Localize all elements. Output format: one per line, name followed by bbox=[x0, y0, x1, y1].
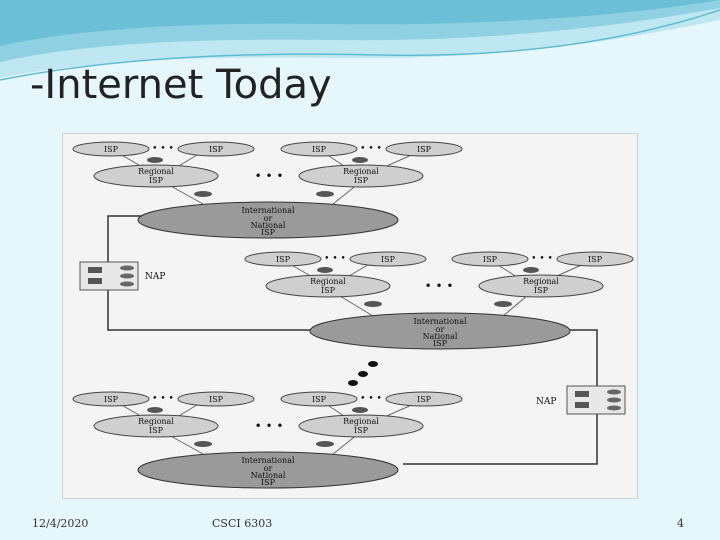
ellipsis-dots: • • • bbox=[152, 144, 174, 154]
ellipsis-dots: • • • bbox=[152, 394, 174, 404]
isp-label: ISP bbox=[417, 145, 432, 154]
nap-label: NAP bbox=[536, 397, 556, 407]
national-label: or bbox=[264, 464, 273, 473]
regional-label: Regional bbox=[138, 167, 174, 176]
ellipsis-dots: • • • bbox=[324, 254, 346, 264]
isp-label: ISP bbox=[209, 395, 224, 404]
national-label: National bbox=[251, 471, 286, 480]
footer-course: CSCI 6303 bbox=[212, 517, 273, 530]
regional-label: Regional bbox=[343, 167, 379, 176]
regional-label: Regional bbox=[523, 277, 559, 286]
isp-label: ISP bbox=[104, 145, 119, 154]
ellipsis-dots: • • • bbox=[255, 419, 284, 433]
isp-label: ISP bbox=[588, 255, 603, 264]
regional-label: ISP bbox=[149, 176, 164, 185]
isp-group-top: ISP ISP ISP ISP • • • • • • Regional ISP… bbox=[72, 141, 463, 239]
footer-date: 12/4/2020 bbox=[32, 517, 89, 530]
isp-label: ISP bbox=[483, 255, 498, 264]
national-label: International bbox=[413, 317, 467, 326]
isp-label: ISP bbox=[312, 395, 327, 404]
header-wave-decoration bbox=[0, 0, 720, 81]
slide-title: -Internet Today bbox=[30, 62, 332, 108]
nap-right: NAP bbox=[536, 385, 626, 415]
isp-label: ISP bbox=[104, 395, 119, 404]
national-label: or bbox=[264, 214, 273, 223]
regional-label: Regional bbox=[343, 417, 379, 426]
isp-group-bottom: ISP ISP ISP ISP • • • • • • Regional ISP… bbox=[72, 391, 463, 489]
isp-label: ISP bbox=[209, 145, 224, 154]
footer-page-number: 4 bbox=[677, 517, 684, 530]
ellipsis-dots: • • • bbox=[255, 169, 284, 183]
regional-label: ISP bbox=[321, 286, 336, 295]
national-label: ISP bbox=[261, 228, 276, 237]
regional-label: ISP bbox=[354, 426, 369, 435]
national-label: or bbox=[436, 325, 445, 334]
isp-label: ISP bbox=[381, 255, 396, 264]
national-label: ISP bbox=[433, 339, 448, 348]
isp-label: ISP bbox=[417, 395, 432, 404]
national-label: National bbox=[251, 221, 286, 230]
ellipsis-dots: • • • bbox=[360, 394, 382, 404]
isp-label: ISP bbox=[312, 145, 327, 154]
regional-label: Regional bbox=[138, 417, 174, 426]
vertical-ellipsis bbox=[348, 361, 378, 386]
ellipsis-dots: • • • bbox=[425, 279, 454, 293]
internet-topology-diagram: ISP ISP ISP ISP • • • • • • Regional ISP… bbox=[62, 133, 638, 499]
nap-left: NAP bbox=[79, 261, 165, 291]
ellipsis-dots: • • • bbox=[360, 144, 382, 154]
national-label: International bbox=[241, 456, 295, 465]
national-label: ISP bbox=[261, 478, 276, 487]
regional-label: ISP bbox=[534, 286, 549, 295]
regional-label: Regional bbox=[310, 277, 346, 286]
regional-label: ISP bbox=[149, 426, 164, 435]
nap-label: NAP bbox=[145, 272, 165, 282]
isp-label: ISP bbox=[276, 255, 291, 264]
national-label: International bbox=[241, 206, 295, 215]
ellipsis-dots: • • • bbox=[531, 254, 553, 264]
national-label: National bbox=[423, 332, 458, 341]
regional-label: ISP bbox=[354, 176, 369, 185]
isp-group-middle: ISP ISP ISP ISP • • • • • • Regional ISP… bbox=[244, 251, 634, 350]
